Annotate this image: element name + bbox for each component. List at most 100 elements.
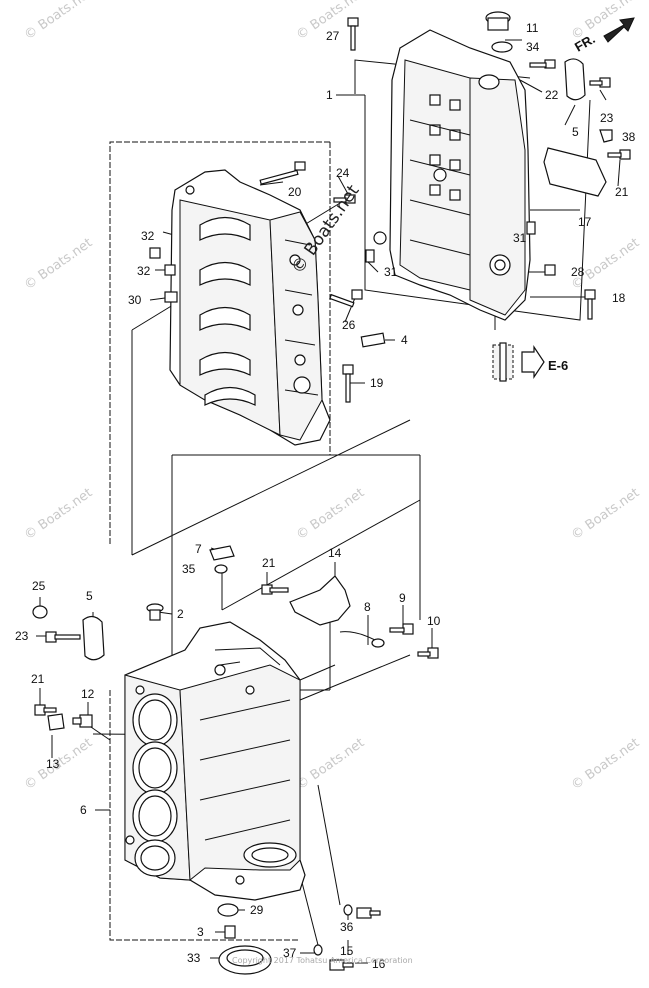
dowel-32-upper[interactable]: [149, 247, 161, 259]
callout-1[interactable]: 1: [326, 88, 333, 102]
bolt-21-top[interactable]: [607, 149, 631, 160]
callout-10[interactable]: 10: [427, 614, 441, 628]
reference-e6[interactable]: E-6: [492, 342, 568, 382]
washer-29[interactable]: [217, 903, 239, 917]
bracket-14[interactable]: [289, 575, 351, 626]
callout-21-mid[interactable]: 21: [262, 556, 276, 570]
dowel-32-lower[interactable]: [164, 264, 176, 276]
bolt-20[interactable]: [259, 161, 306, 185]
cylinder-head[interactable]: [169, 169, 331, 446]
callout-28[interactable]: 28: [571, 265, 585, 279]
bolt-22[interactable]: [529, 59, 556, 69]
bolt-23-left[interactable]: [45, 631, 81, 643]
sensor-7[interactable]: [209, 545, 235, 561]
callout-30[interactable]: 30: [128, 293, 142, 307]
dowel-31-right[interactable]: [526, 221, 536, 235]
callout-12[interactable]: 12: [81, 687, 95, 701]
bolt-19[interactable]: [342, 364, 354, 403]
oil-seal-33[interactable]: [218, 945, 272, 975]
callout-36[interactable]: 36: [340, 920, 354, 934]
plug-4[interactable]: [360, 332, 386, 348]
callout-33[interactable]: 33: [187, 951, 201, 965]
callout-32-upper[interactable]: 32: [141, 229, 155, 243]
callout-9[interactable]: 9: [399, 591, 406, 605]
sleeve-30[interactable]: [164, 291, 178, 303]
callout-11[interactable]: 11: [526, 21, 539, 35]
cylinder-bores: [132, 693, 178, 877]
bolt-18[interactable]: [584, 289, 596, 320]
sensor-12[interactable]: [72, 714, 93, 728]
plug-3[interactable]: [224, 925, 236, 939]
watermark-text: © Boats.net: [294, 485, 368, 543]
watermark-text: © Boats.net: [569, 735, 643, 793]
dowel-31-left[interactable]: [365, 249, 375, 263]
callout-17[interactable]: 17: [578, 215, 592, 229]
bolt-27[interactable]: [347, 17, 359, 51]
callout-32-lower[interactable]: 32: [137, 264, 151, 278]
callout-labels: 27 11 34 1 22 5 23 38 21 17 24 20 31 31 …: [15, 21, 636, 971]
callout-15[interactable]: 15: [340, 944, 354, 958]
callout-22[interactable]: 22: [545, 88, 559, 102]
o-ring-34[interactable]: [491, 41, 513, 53]
callout-25[interactable]: 25: [32, 579, 46, 593]
gasket-5-top[interactable]: [564, 58, 586, 101]
callout-16[interactable]: 16: [372, 957, 386, 971]
callout-31-right[interactable]: 31: [513, 231, 527, 245]
bolt-23-top[interactable]: [589, 77, 611, 88]
wire-8[interactable]: [339, 631, 376, 641]
washer-36[interactable]: [343, 904, 353, 916]
callout-34[interactable]: 34: [526, 40, 540, 54]
callout-6[interactable]: 6: [80, 803, 87, 817]
bolt-21-left[interactable]: [34, 704, 57, 716]
cylinder-head-cover[interactable]: [373, 29, 531, 321]
oil-filler-cap-11[interactable]: [485, 11, 511, 31]
callout-14[interactable]: 14: [328, 546, 342, 560]
callout-7[interactable]: 7: [195, 542, 202, 556]
plate-17[interactable]: [543, 147, 607, 197]
callout-37[interactable]: 37: [283, 946, 297, 960]
washer-37[interactable]: [313, 944, 323, 956]
callout-4[interactable]: 4: [401, 333, 408, 347]
bolt-26[interactable]: [329, 289, 363, 308]
callout-5-top[interactable]: 5: [572, 125, 579, 139]
cover-grid: [429, 94, 461, 201]
callout-23-top[interactable]: 23: [600, 111, 614, 125]
bolt-24[interactable]: [333, 194, 356, 204]
callout-31-left[interactable]: 31: [384, 265, 398, 279]
callout-35[interactable]: 35: [182, 562, 196, 576]
callout-29[interactable]: 29: [250, 903, 264, 917]
callout-24[interactable]: 24: [336, 166, 350, 180]
bolt-10[interactable]: [417, 647, 439, 659]
callout-3[interactable]: 3: [197, 925, 204, 939]
callout-5-left[interactable]: 5: [86, 589, 93, 603]
plug-2[interactable]: [146, 603, 164, 621]
callout-8[interactable]: 8: [364, 600, 371, 614]
callout-2[interactable]: 2: [177, 607, 184, 621]
plate-13[interactable]: [47, 713, 65, 731]
callout-27[interactable]: 27: [326, 29, 340, 43]
callout-23-left[interactable]: 23: [15, 629, 29, 643]
callout-20[interactable]: 20: [288, 185, 302, 199]
clip-38[interactable]: [599, 129, 613, 143]
callout-38[interactable]: 38: [622, 130, 636, 144]
callout-18[interactable]: 18: [612, 291, 626, 305]
bolt-21-mid[interactable]: [261, 584, 289, 595]
watermark-text: © Boats.net: [569, 485, 643, 543]
washer-35[interactable]: [214, 564, 228, 574]
seal-25[interactable]: [32, 605, 48, 619]
reference-label: E-6: [548, 358, 568, 373]
front-arrow-icon: [603, 17, 635, 43]
sensor-16[interactable]: [329, 959, 354, 971]
callout-19[interactable]: 19: [370, 376, 384, 390]
gasket-5-left[interactable]: [82, 615, 105, 661]
sensor-15[interactable]: [356, 907, 381, 919]
callout-21-top[interactable]: 21: [615, 185, 629, 199]
plug-28[interactable]: [544, 264, 556, 276]
bolt-9[interactable]: [389, 623, 414, 635]
callout-21-left[interactable]: 21: [31, 672, 45, 686]
copyright-notice: Copyright 2017 Tohatsu America Corporati…: [232, 956, 413, 965]
callout-13[interactable]: 13: [46, 757, 60, 771]
callout-26[interactable]: 26: [342, 318, 356, 332]
cylinder-block[interactable]: [124, 621, 306, 901]
